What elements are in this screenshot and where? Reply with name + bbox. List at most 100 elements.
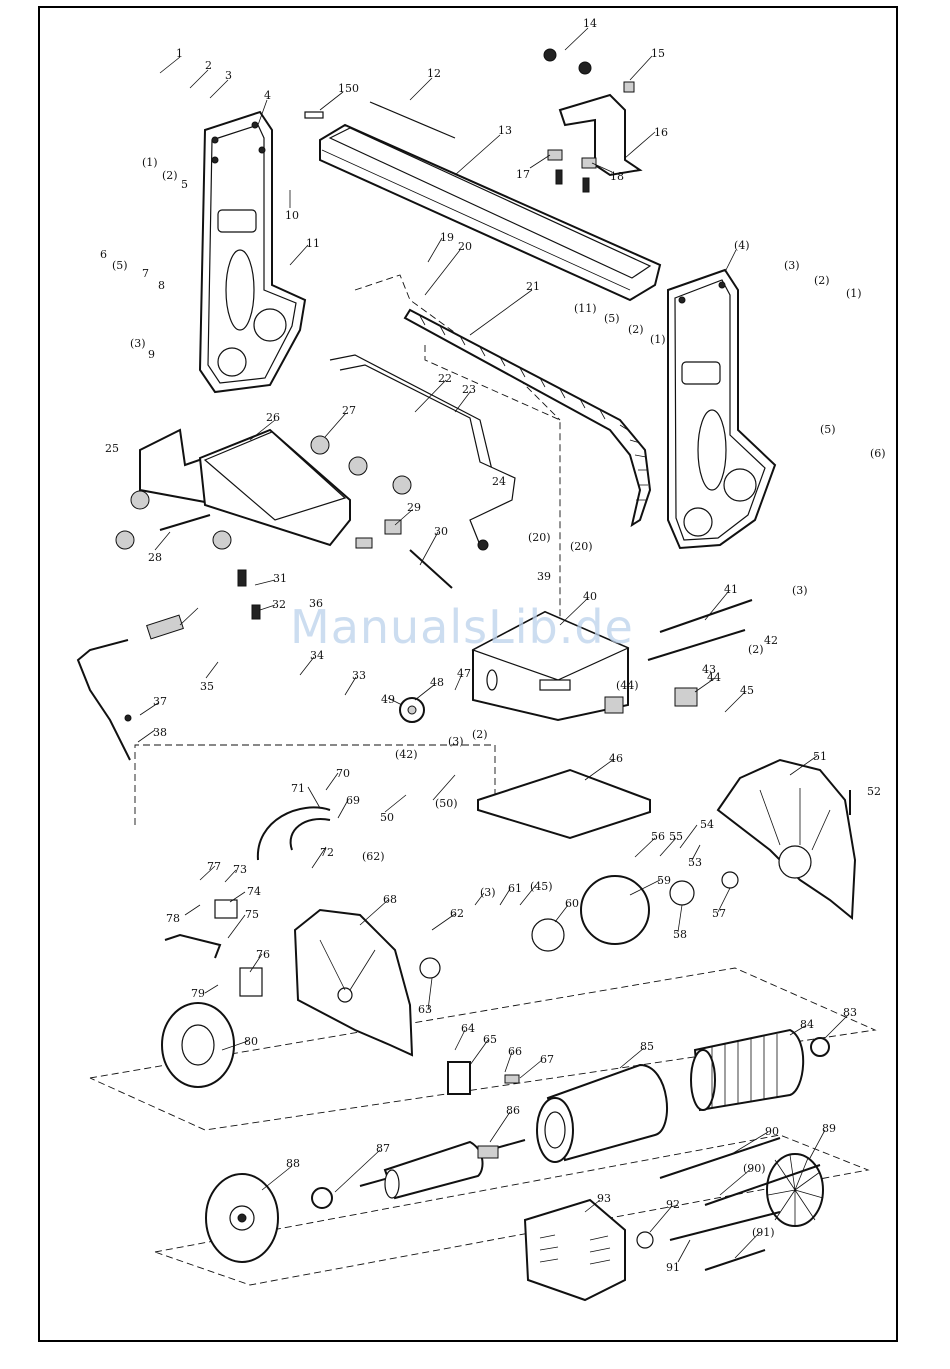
fan-cover-part-93 xyxy=(523,1198,626,1302)
callout-label: 11 xyxy=(306,237,320,250)
callout-label: 73 xyxy=(233,863,247,876)
callout-label: (4) xyxy=(734,239,750,252)
callout-label: 33 xyxy=(352,669,366,682)
part-76 xyxy=(239,967,263,997)
part-67 xyxy=(504,1074,520,1084)
callout-label: 10 xyxy=(285,209,299,222)
callout-label: 91 xyxy=(666,1261,680,1274)
callout-label: (45) xyxy=(530,880,553,893)
callout-label: 66 xyxy=(508,1045,522,1058)
callout-label: (20) xyxy=(528,531,551,544)
callout-label: 19 xyxy=(440,231,454,244)
callout-label: (2) xyxy=(472,728,488,741)
bearing-part-83 xyxy=(810,1037,830,1057)
callout-label: 24 xyxy=(492,475,506,488)
lower-blade-guard-part-68 xyxy=(293,908,414,1057)
callout-label: 31 xyxy=(273,572,287,585)
callout-label: 77 xyxy=(207,860,221,873)
callout-label: 45 xyxy=(740,684,754,697)
callout-label: 18 xyxy=(610,170,624,183)
callout-label: 74 xyxy=(247,885,261,898)
flange-part-58 xyxy=(669,880,695,906)
blade-part-59 xyxy=(580,875,650,945)
flange-part-60 xyxy=(531,918,565,952)
callout-label: 30 xyxy=(434,525,448,538)
leader-lines xyxy=(137,27,849,1263)
callout-label: 83 xyxy=(843,1006,857,1019)
callout-label: 13 xyxy=(498,124,512,137)
hose-part-69 xyxy=(289,818,331,851)
callout-label: 32 xyxy=(272,598,286,611)
bearing-part-87 xyxy=(311,1187,333,1209)
washer-part-57 xyxy=(721,871,739,889)
housing-part-40 xyxy=(471,610,630,722)
callout-label: 41 xyxy=(724,583,738,596)
stator-part-84 xyxy=(690,1028,805,1112)
callout-label: 16 xyxy=(654,126,668,139)
callout-label: (11) xyxy=(574,302,597,315)
callout-label: 43 xyxy=(702,663,716,676)
bracket-part-16 xyxy=(543,48,643,193)
callout-label: 37 xyxy=(153,695,167,708)
callout-label: 14 xyxy=(583,17,597,30)
guide-bars-part-22-23 xyxy=(329,354,516,551)
callout-label: 52 xyxy=(867,785,881,798)
callout-label: 49 xyxy=(381,693,395,706)
callout-label: (1) xyxy=(846,287,862,300)
callout-label: 92 xyxy=(666,1198,680,1211)
callout-label: 40 xyxy=(583,590,597,603)
callout-label: 79 xyxy=(191,987,205,1000)
callout-label: 54 xyxy=(700,818,714,831)
callout-label: 27 xyxy=(342,404,356,417)
callout-label: 51 xyxy=(813,750,827,763)
callout-label: 22 xyxy=(438,372,452,385)
callout-label: 9 xyxy=(148,348,155,361)
callout-label: 63 xyxy=(418,1003,432,1016)
callout-label: 36 xyxy=(309,597,323,610)
callout-label: 5 xyxy=(181,178,188,191)
callout-label: (5) xyxy=(112,259,128,272)
callout-label: 25 xyxy=(105,442,119,455)
drawing-border xyxy=(38,6,898,1342)
callout-label: 84 xyxy=(800,1018,814,1031)
callout-label: 29 xyxy=(407,501,421,514)
carriage-part-26 xyxy=(115,428,453,620)
callout-label: 12 xyxy=(427,67,441,80)
callout-label: 47 xyxy=(457,667,471,680)
end-cover-part-88 xyxy=(205,1173,279,1263)
upper-blade-guard-part-51 xyxy=(716,758,857,921)
callout-label: 68 xyxy=(383,893,397,906)
upper-rail-part-13 xyxy=(319,123,662,302)
callout-label: 35 xyxy=(200,680,214,693)
callout-label: 89 xyxy=(822,1122,836,1135)
callout-label: 59 xyxy=(657,874,671,887)
callout-label: (1) xyxy=(142,156,158,169)
callout-label: 17 xyxy=(516,168,530,181)
callout-label: 71 xyxy=(291,782,305,795)
callout-label: 85 xyxy=(640,1040,654,1053)
callout-label: 7 xyxy=(142,267,149,280)
callout-label: 39 xyxy=(537,570,551,583)
callout-label: (2) xyxy=(748,643,764,656)
callout-label: (5) xyxy=(820,423,836,436)
callout-label: (3) xyxy=(480,886,496,899)
toothed-belt-part-21 xyxy=(403,308,652,528)
callout-label: (90) xyxy=(743,1162,766,1175)
left-side-frame-part-4 xyxy=(198,110,307,394)
callout-label: 2 xyxy=(205,59,212,72)
callout-label: 53 xyxy=(688,856,702,869)
callout-label: 3 xyxy=(225,69,232,82)
callout-label: (6) xyxy=(870,447,886,460)
callout-label: 46 xyxy=(609,752,623,765)
callout-label: (2) xyxy=(162,169,178,182)
callout-label: 58 xyxy=(673,928,687,941)
callout-label: 20 xyxy=(458,240,472,253)
callout-label: 64 xyxy=(461,1022,475,1035)
small-strip-part-150 xyxy=(304,111,324,119)
callout-label: 70 xyxy=(336,767,350,780)
callout-label: 8 xyxy=(158,279,165,292)
callout-label: (50) xyxy=(435,797,458,810)
callout-label: 76 xyxy=(256,948,270,961)
strip-part-12 xyxy=(369,101,456,139)
callout-label: (3) xyxy=(784,259,800,272)
